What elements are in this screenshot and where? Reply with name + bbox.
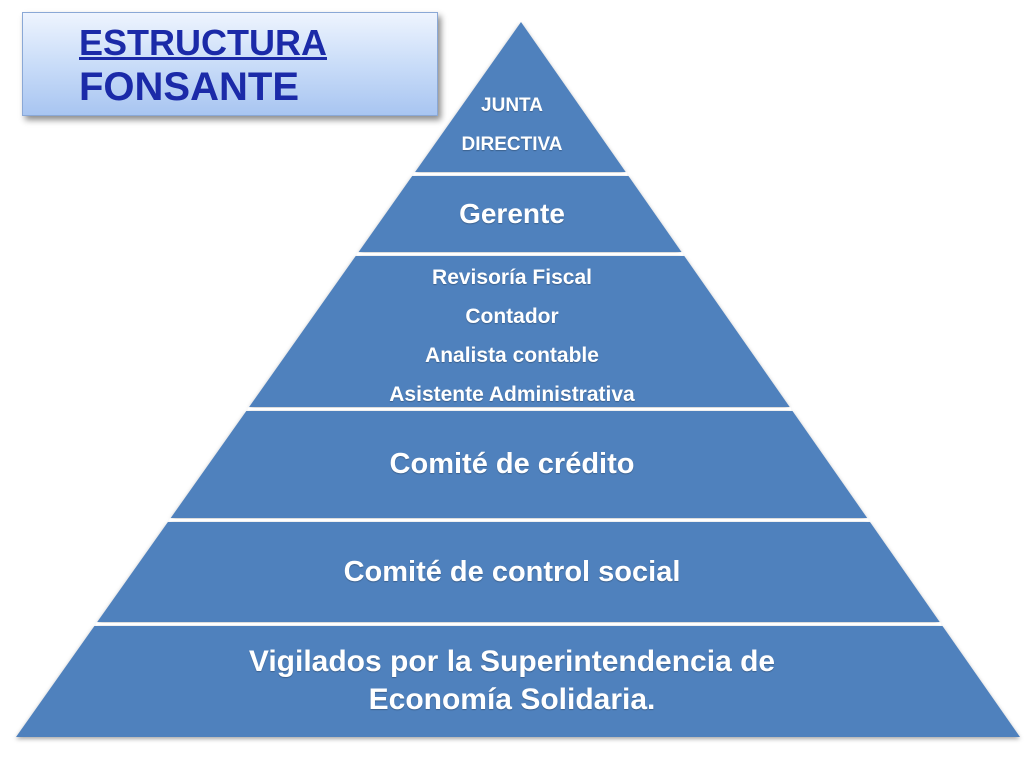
tier-junta-line-2: DIRECTIVA <box>461 134 563 155</box>
title-box: ESTRUCTURA FONSANTE <box>22 12 438 116</box>
tier-vigilados-line-2: Economía Solidaria. <box>368 683 656 716</box>
tier-shape-staff <box>249 256 790 407</box>
tier-shape-junta <box>415 22 626 172</box>
tier-vigilados-line-1: Vigilados por la Superintendencia de <box>248 645 776 678</box>
tier-staff-line-1: Revisoría Fiscal <box>432 266 592 289</box>
tier-staff-line-3: Analista contable <box>425 344 599 367</box>
tier-vigilados: Vigilados por la Superintendencia de Eco… <box>0 643 1024 719</box>
tier-gerente-label: Gerente <box>459 198 565 229</box>
tier-comite-control-social-label: Comité de control social <box>343 556 681 588</box>
tier-shape-comite-credito <box>170 411 868 518</box>
tier-gerente: Gerente <box>0 195 1024 233</box>
tier-comite-control-social: Comité de control social <box>0 552 1024 592</box>
tier-staff-line-4: Asistente Administrativa <box>389 383 635 406</box>
tier-staff-line-2: Contador <box>465 305 559 328</box>
tier-junta-line-1: JUNTA <box>481 95 543 116</box>
title-fonsante: FONSANTE <box>79 65 299 109</box>
tier-shape-comite-control <box>97 522 940 622</box>
tier-junta-directiva: JUNTA DIRECTIVA <box>0 86 1024 164</box>
title-estructura: ESTRUCTURA <box>79 22 327 63</box>
tier-shape-vigilados <box>16 626 1020 737</box>
tier-comite-credito: Comité de crédito <box>0 444 1024 484</box>
tier-comite-credito-label: Comité de crédito <box>389 448 635 480</box>
tier-staff: Revisoría Fiscal Contador Analista conta… <box>0 258 1024 414</box>
tier-shape-gerente <box>358 176 682 252</box>
